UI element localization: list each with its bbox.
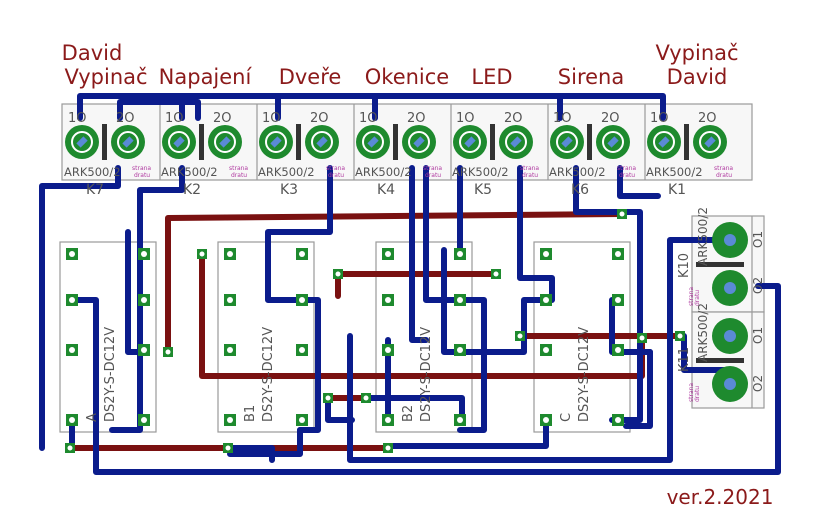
side-terminal-pads bbox=[696, 222, 748, 402]
label-k5: LED bbox=[471, 65, 512, 89]
terminal-id: K1 bbox=[668, 182, 686, 198]
terminal-id: K3 bbox=[280, 182, 298, 198]
k11-side-b: dratu bbox=[694, 386, 701, 402]
terminal-pin1-label: 1O bbox=[165, 111, 184, 126]
relay-id: C bbox=[559, 413, 574, 422]
relay-part: DS2Y-S-DC12V bbox=[419, 327, 434, 422]
terminal-id: K7 bbox=[86, 182, 104, 198]
label-k7-line1: David bbox=[62, 41, 123, 65]
terminal-pin2-label: 2O bbox=[698, 111, 717, 126]
relay-id: B2 bbox=[401, 405, 416, 422]
terminal-part: ARK500/2 bbox=[549, 165, 606, 179]
terminal-pin1-label: 1O bbox=[456, 111, 475, 126]
terminal-id: K4 bbox=[377, 182, 395, 198]
label-k4: Okenice bbox=[365, 65, 449, 89]
terminal-pin1-label: 1O bbox=[553, 111, 572, 126]
label-k1-line1: Vypinač bbox=[655, 41, 738, 65]
terminal-part: ARK500/2 bbox=[161, 165, 218, 179]
terminal-pin1-label: 1O bbox=[68, 111, 87, 126]
relay-a-outline bbox=[59, 241, 157, 433]
terminal-pin1-label: 1O bbox=[262, 111, 281, 126]
terminal-part: ARK500/2 bbox=[452, 165, 509, 179]
header-labels: David Vypinač Napajení Dveře Okenice LED… bbox=[62, 41, 739, 89]
terminal-pin2-label: 2O bbox=[310, 111, 329, 126]
terminal-side-a: strana bbox=[229, 165, 248, 172]
terminal-side-a: strana bbox=[714, 165, 733, 172]
terminal-part: ARK500/2 bbox=[646, 165, 703, 179]
terminal-side-a: strana bbox=[520, 165, 539, 172]
k10-pin1: O1 bbox=[751, 231, 765, 248]
terminal-part: ARK500/2 bbox=[64, 165, 121, 179]
terminal-pin1-label: 1O bbox=[650, 111, 669, 126]
label-k7-line2: Vypinač bbox=[64, 65, 147, 89]
terminal-side-b: dratu bbox=[619, 172, 635, 179]
terminal-side-b: dratu bbox=[134, 172, 150, 179]
relay-part: DS2Y-S-DC12V bbox=[261, 327, 276, 422]
k10-id: K10 bbox=[677, 253, 692, 278]
relay-part: DS2Y-S-DC12V bbox=[103, 327, 118, 422]
terminal-side-b: dratu bbox=[716, 172, 732, 179]
k10-side-a: strana bbox=[688, 287, 695, 306]
side-terminal-text: K10 ARK500/2 O1 O2 K11 ARK500/2 O1 O2 st… bbox=[677, 207, 765, 402]
relay-part: DS2Y-S-DC12V bbox=[577, 327, 592, 422]
terminal-side-a: strana bbox=[326, 165, 345, 172]
k11-side-a: strana bbox=[688, 383, 695, 402]
terminal-side-b: dratu bbox=[425, 172, 441, 179]
terminal-side-b: dratu bbox=[328, 172, 344, 179]
terminal-side-a: strana bbox=[132, 165, 151, 172]
terminal-id: K5 bbox=[474, 182, 492, 198]
label-k2: Napajení bbox=[159, 65, 253, 89]
terminal-id: K6 bbox=[571, 182, 589, 198]
terminal-pin1-label: 1O bbox=[359, 111, 378, 126]
k11-part: ARK500/2 bbox=[696, 303, 710, 362]
k11-id: K11 bbox=[677, 347, 692, 372]
terminal-side-b: dratu bbox=[522, 172, 538, 179]
label-k6: Sirena bbox=[558, 65, 624, 89]
terminal-side-b: dratu bbox=[231, 172, 247, 179]
terminal-part: ARK500/2 bbox=[355, 165, 412, 179]
label-k1-line2: David bbox=[667, 65, 728, 89]
via-pads bbox=[65, 209, 685, 453]
terminal-part: ARK500/2 bbox=[258, 165, 315, 179]
relay-id: A bbox=[85, 413, 100, 422]
terminal-pin2-label: 2O bbox=[407, 111, 426, 126]
k11-pin1: O1 bbox=[751, 327, 765, 344]
terminal-side-a: strana bbox=[423, 165, 442, 172]
k10-part: ARK500/2 bbox=[696, 207, 710, 266]
relay-id: B1 bbox=[243, 405, 258, 422]
k11-pin2: O2 bbox=[751, 375, 765, 392]
top-layer-traces bbox=[39, 93, 781, 475]
terminal-pin2-label: 2O bbox=[116, 111, 135, 126]
k10-pin2: O2 bbox=[751, 277, 765, 294]
terminal-side-a: strana bbox=[617, 165, 636, 172]
terminal-pin2-label: 2O bbox=[213, 111, 232, 126]
version-label: ver.2.2021 bbox=[667, 485, 774, 509]
terminal-pin2-label: 2O bbox=[601, 111, 620, 126]
terminal-id: K2 bbox=[183, 182, 201, 198]
label-k3: Dveře bbox=[279, 65, 342, 89]
k10-side-b: dratu bbox=[694, 290, 701, 306]
terminal-pin2-label: 2O bbox=[504, 111, 523, 126]
